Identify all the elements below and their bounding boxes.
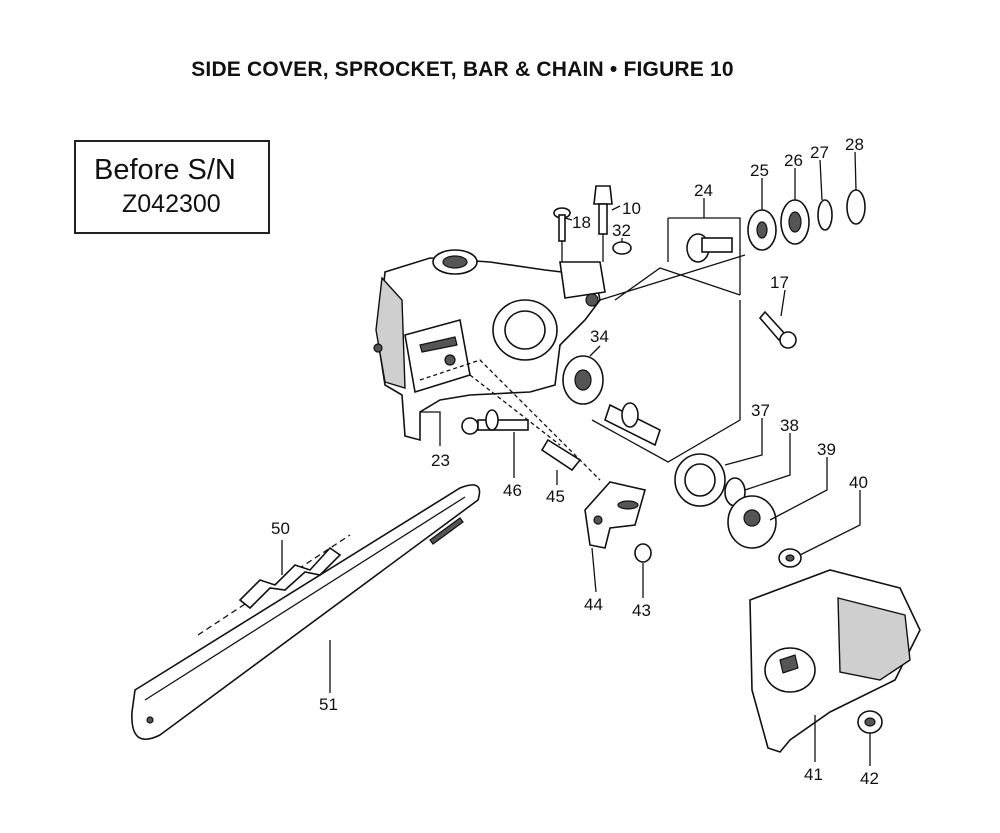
- part-44-plate: [584, 481, 647, 549]
- part-25-bearing: [747, 209, 777, 251]
- callout-32: 32: [612, 221, 631, 240]
- callout-23: 23: [431, 451, 450, 470]
- part-18-screw: [553, 207, 571, 242]
- callout-43: 43: [632, 601, 651, 620]
- leader-lines: [281, 151, 871, 766]
- part-39-sprocket: [727, 495, 777, 549]
- callout-10: 10: [622, 199, 641, 218]
- serial-note-line2: Z042300: [122, 190, 221, 218]
- part-32-washer: [612, 241, 632, 255]
- callout-44: 44: [584, 595, 603, 614]
- callout-27: 27: [810, 143, 829, 162]
- gear-housing: [373, 249, 606, 442]
- part-28-ring: [846, 189, 866, 225]
- callout-42: 42: [860, 769, 879, 788]
- callout-40: 40: [849, 473, 868, 492]
- part-37-drum: [674, 453, 726, 507]
- callout-39: 39: [817, 440, 836, 459]
- part-17-bolt: [758, 310, 797, 349]
- callout-37: 37: [751, 401, 770, 420]
- part-24-shaft-upper: [686, 233, 733, 263]
- callout-28: 28: [845, 135, 864, 154]
- part-45-pin: [540, 438, 582, 472]
- serial-note-line1: Before S/N: [94, 154, 236, 186]
- callout-26: 26: [784, 151, 803, 170]
- callout-18: 18: [572, 213, 591, 232]
- callout-46: 46: [503, 481, 522, 500]
- part-50-chain: [197, 534, 351, 636]
- part-46-bolt: [461, 409, 529, 435]
- callout-50: 50: [271, 519, 290, 538]
- part-24-shaft-lower: [604, 402, 661, 447]
- callout-45: 45: [546, 487, 565, 506]
- part-10-bolt: [593, 185, 613, 235]
- figure-title: SIDE COVER, SPROCKET, BAR & CHAIN • FIGU…: [191, 58, 734, 81]
- part-26-bearing: [780, 199, 810, 245]
- part-43-stud: [634, 543, 652, 563]
- serial-number-box: Before S/N Z042300: [74, 140, 270, 234]
- callout-51: 51: [319, 695, 338, 714]
- part-42-nut: [857, 710, 883, 734]
- callout-25: 25: [750, 161, 769, 180]
- part-40-nut: [778, 548, 802, 568]
- part-27-ring: [817, 199, 833, 231]
- callout-34: 34: [590, 327, 609, 346]
- part-41-side-cover: [749, 569, 921, 753]
- bracket-24: [668, 217, 741, 295]
- callout-17: 17: [770, 273, 789, 292]
- part-34-bearing: [562, 355, 604, 405]
- callout-41: 41: [804, 765, 823, 784]
- callout-38: 38: [780, 416, 799, 435]
- part-51-guide-bar: [131, 484, 481, 740]
- callout-24: 24: [694, 181, 713, 200]
- callout-labels: 10 17 18 23 24 25 26 27 28 32 34 37 38 3…: [271, 135, 879, 788]
